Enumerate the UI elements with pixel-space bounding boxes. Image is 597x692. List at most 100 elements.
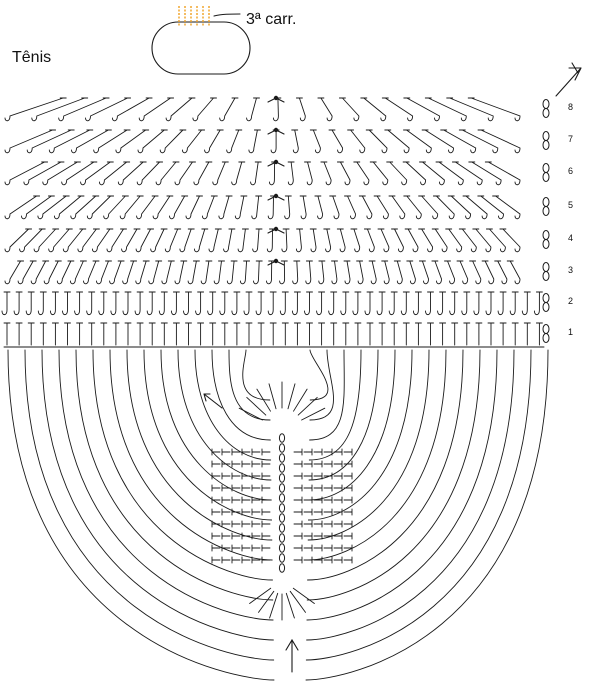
double-crochet-stitch [469, 162, 501, 185]
sole-stitch [344, 497, 352, 503]
sole-stitch [304, 497, 312, 503]
chart-title: Tênis [12, 49, 51, 66]
sole-stitch [294, 449, 302, 455]
sole-stitch [262, 497, 270, 503]
sole-stitch [314, 533, 322, 539]
double-crochet-stitch [240, 261, 249, 284]
sole-round-curve [8, 350, 548, 680]
double-crochet-stitch [151, 229, 167, 252]
single-crochet-stitch [452, 323, 458, 345]
double-crochet-stitch [369, 261, 376, 284]
sole-stitch [242, 521, 250, 527]
sole-stitch [314, 557, 322, 563]
sole-stitch [262, 509, 270, 515]
double-crochet-stitch [306, 261, 313, 284]
half-double-crochet-stitch [111, 292, 119, 315]
sole-stitch [344, 473, 352, 479]
chain-stitch [543, 173, 549, 182]
sole-stitch [314, 509, 322, 515]
sole-stitch [294, 545, 302, 551]
half-double-crochet-stitch [377, 292, 385, 315]
double-crochet-stitch [366, 130, 387, 153]
double-crochet-stitch [219, 196, 232, 219]
sole-stitch [262, 521, 270, 527]
half-double-crochet-stitch [292, 292, 300, 315]
round-3-marker [179, 6, 209, 26]
single-crochet-stitch [222, 323, 228, 345]
double-crochet-stitch [344, 261, 350, 284]
double-crochet-stitch [220, 98, 238, 121]
sole-stitch [324, 461, 332, 467]
single-crochet-stitch [28, 323, 34, 345]
double-crochet-stitch [186, 196, 203, 219]
single-crochet-stitch [270, 323, 276, 345]
sole-stitch [294, 521, 302, 527]
double-crochet-stitch [432, 261, 442, 284]
double-crochet-stitch [422, 130, 453, 153]
single-crochet-stitch [149, 323, 155, 345]
sole-stitch [252, 509, 260, 515]
half-double-crochet-stitch [244, 292, 252, 315]
double-crochet-stitch [86, 98, 131, 121]
single-crochet-stitch [355, 323, 361, 345]
single-crochet-stitch [331, 323, 337, 345]
double-crochet-stitch [285, 196, 292, 219]
sole-stitch [334, 461, 342, 467]
double-crochet-stitch [419, 261, 428, 284]
sole-stitch [252, 449, 260, 455]
double-crochet-stitch [446, 229, 462, 252]
chain-stitch [543, 207, 549, 216]
heel-fan-stitch [293, 588, 314, 603]
double-crochet-stitch [227, 261, 237, 284]
callout-label: 3ª carr. [246, 11, 296, 28]
sole-stitch [324, 485, 332, 491]
double-crochet-stitch [387, 162, 407, 185]
sole-stitch [232, 449, 240, 455]
double-crochet-stitch [160, 130, 186, 153]
single-crochet-stitch [77, 323, 83, 345]
row-number-label: 4 [568, 233, 573, 243]
double-crochet-stitch [292, 130, 299, 153]
double-crochet-stitch [182, 130, 204, 153]
double-crochet-stitch [337, 229, 345, 252]
chain-stitch [543, 240, 549, 249]
sole-stitch [242, 533, 250, 539]
chain-stitch [543, 132, 549, 141]
upper-stitch-rows [2, 96, 549, 347]
sole-stitch [334, 485, 342, 491]
chain-stitch [543, 231, 549, 240]
sole-stitch [232, 521, 240, 527]
single-crochet-stitch [234, 323, 240, 345]
sole-stitch [242, 497, 250, 503]
double-crochet-stitch [253, 229, 262, 252]
half-double-crochet-stitch [426, 292, 434, 315]
sole-stitch [324, 545, 332, 551]
sole-stitch [212, 461, 220, 467]
sole-stitch [294, 473, 302, 479]
sole-round-curve [243, 350, 328, 400]
double-crochet-stitch [122, 229, 140, 252]
double-crochet-stitch [5, 229, 32, 252]
sole-round-curve [25, 350, 531, 660]
double-crochet-stitch [149, 261, 162, 284]
double-crochet-stitch [59, 98, 109, 121]
double-crochet-stitch [235, 196, 247, 219]
double-crochet-stitch [123, 261, 137, 284]
half-double-crochet-stitch [99, 292, 107, 315]
toe-fan-stitch [269, 384, 276, 409]
half-double-crochet-stitch [534, 292, 542, 315]
chain-stitch [279, 544, 284, 552]
decrease-point [274, 128, 278, 132]
double-crochet-stitch [38, 196, 69, 219]
single-crochet-stitch [125, 323, 131, 345]
toe-fan-stitch [294, 389, 308, 411]
sole-stitch [242, 509, 250, 515]
double-crochet-stitch [448, 196, 470, 219]
chain-stitch [543, 198, 549, 207]
double-crochet-stitch [252, 196, 262, 219]
double-crochet-stitch [351, 229, 360, 252]
single-crochet-stitch [524, 323, 530, 345]
double-crochet-stitch [57, 261, 74, 284]
double-crochet-stitch [209, 229, 221, 252]
double-crochet-stitch [227, 130, 242, 153]
